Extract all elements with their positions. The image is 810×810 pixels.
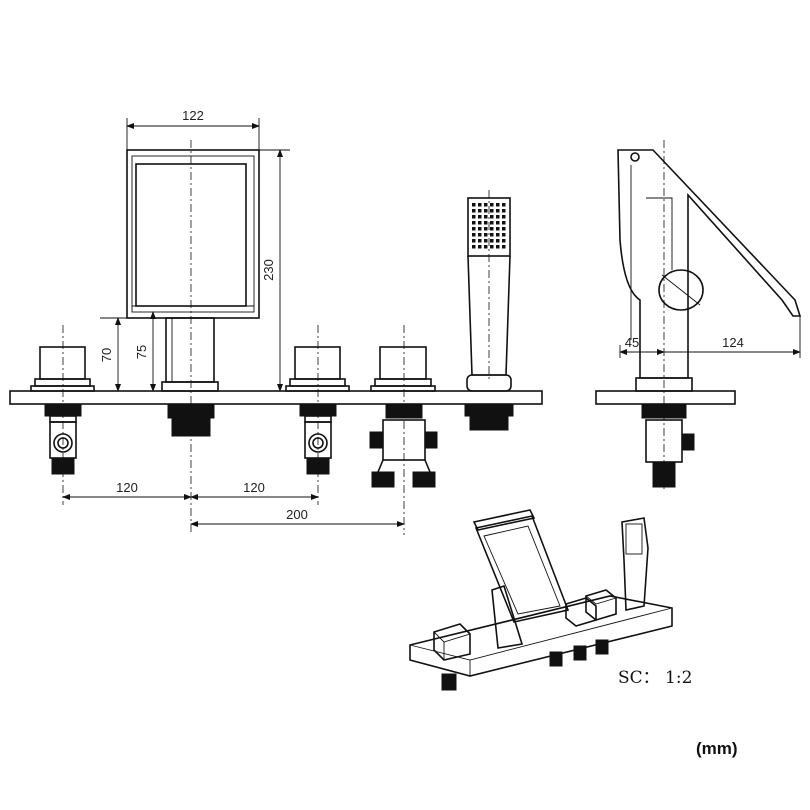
shower-nozzle bbox=[472, 203, 476, 207]
shower-nozzle bbox=[496, 221, 500, 225]
middle-valve-body bbox=[299, 403, 337, 475]
middle-valve-handle bbox=[285, 325, 350, 505]
shower-nozzle bbox=[496, 203, 500, 207]
shower-nozzle bbox=[496, 227, 500, 231]
shower-nozzle bbox=[478, 233, 482, 237]
shower-nozzle bbox=[472, 227, 476, 231]
shower-nozzle bbox=[490, 239, 494, 243]
shower-nozzle bbox=[490, 233, 494, 237]
shower-nozzle bbox=[472, 239, 476, 243]
shower-nozzle bbox=[502, 233, 506, 237]
dimension-200: 200 bbox=[190, 507, 405, 527]
shower-nozzle bbox=[484, 209, 488, 213]
shower-nozzle bbox=[478, 209, 482, 213]
shower-nozzle bbox=[502, 215, 506, 219]
shower-nozzle bbox=[502, 227, 506, 231]
shower-nozzle bbox=[478, 215, 482, 219]
dimension-75: 75 bbox=[134, 311, 156, 392]
shower-nozzle bbox=[496, 209, 500, 213]
shower-nozzle bbox=[496, 239, 500, 243]
front-view: 122 230 70 75 120 120 bbox=[9, 108, 543, 535]
left-valve-handle bbox=[30, 325, 95, 505]
dimension-120-left: 120 bbox=[62, 480, 192, 500]
shower-nozzle bbox=[490, 203, 494, 207]
shower-nozzle bbox=[478, 239, 482, 243]
dim-120-left-label: 120 bbox=[116, 480, 138, 495]
scale-label: SC： 1:2 bbox=[618, 668, 692, 688]
dim-124-label: 124 bbox=[722, 335, 744, 350]
dim-75-label: 75 bbox=[134, 345, 149, 359]
side-view: 45 124 bbox=[595, 140, 802, 490]
shower-nozzle bbox=[496, 215, 500, 219]
dim-120-right-label: 120 bbox=[243, 480, 265, 495]
shower-nozzle bbox=[484, 233, 488, 237]
shower-nozzle bbox=[472, 215, 476, 219]
shower-nozzle bbox=[502, 221, 506, 225]
dimension-122: 122 bbox=[126, 108, 260, 150]
product-illustration bbox=[409, 509, 673, 691]
shower-nozzle bbox=[502, 239, 506, 243]
shower-nozzle bbox=[484, 239, 488, 243]
deck-plate bbox=[9, 390, 543, 405]
dimension-230: 230 bbox=[220, 149, 290, 392]
diverter-handle bbox=[370, 325, 436, 535]
dim-122-label: 122 bbox=[182, 108, 204, 123]
left-valve-body bbox=[44, 403, 82, 475]
shower-nozzle bbox=[490, 245, 494, 249]
shower-nozzle bbox=[490, 221, 494, 225]
hand-shower bbox=[466, 190, 512, 392]
side-deck-plate bbox=[595, 390, 736, 405]
shower-nozzle bbox=[484, 245, 488, 249]
unit-label: (mm) bbox=[696, 739, 738, 758]
dim-45-label: 45 bbox=[625, 335, 639, 350]
shower-nozzle bbox=[472, 209, 476, 213]
shower-nozzle bbox=[478, 227, 482, 231]
shower-nozzle bbox=[484, 227, 488, 231]
shower-nozzle bbox=[484, 215, 488, 219]
shower-nozzle bbox=[478, 245, 482, 249]
dim-200-label: 200 bbox=[286, 507, 308, 522]
shower-nozzle bbox=[472, 233, 476, 237]
shower-nozzle bbox=[496, 233, 500, 237]
waterfall-spout bbox=[126, 140, 260, 535]
shower-nozzle bbox=[484, 203, 488, 207]
shower-nozzle bbox=[490, 215, 494, 219]
shower-nozzle bbox=[472, 221, 476, 225]
dim-70-label: 70 bbox=[99, 348, 114, 362]
shower-nozzle-grid bbox=[472, 203, 506, 249]
shower-nozzle bbox=[502, 245, 506, 249]
shower-hose-nut bbox=[464, 403, 514, 431]
dim-230-label: 230 bbox=[261, 259, 276, 281]
diverter-body bbox=[369, 403, 438, 488]
shower-nozzle bbox=[502, 209, 506, 213]
shower-nozzle bbox=[478, 203, 482, 207]
shower-nozzle bbox=[502, 203, 506, 207]
shower-nozzle bbox=[490, 227, 494, 231]
shower-nozzle bbox=[478, 221, 482, 225]
dimension-124: 124 bbox=[664, 316, 801, 358]
dimension-70: 70 bbox=[99, 317, 166, 392]
shower-nozzle bbox=[484, 221, 488, 225]
shower-nozzle bbox=[490, 209, 494, 213]
dimension-45: 45 bbox=[619, 335, 665, 358]
shower-nozzle bbox=[496, 245, 500, 249]
spout-nut bbox=[167, 403, 215, 437]
shower-nozzle bbox=[472, 245, 476, 249]
dimension-120-right: 120 bbox=[190, 480, 319, 500]
